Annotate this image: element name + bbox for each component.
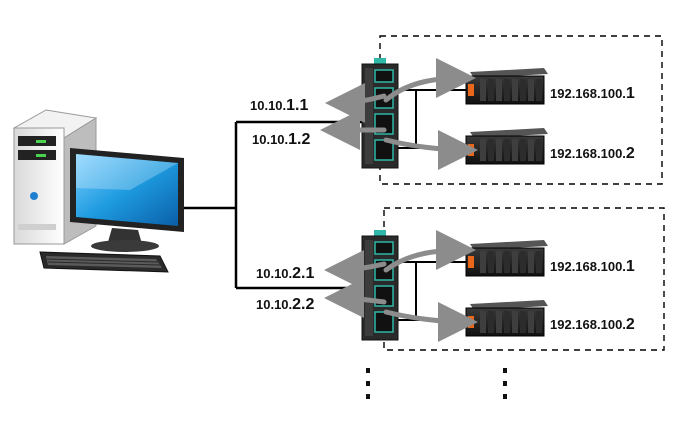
ip-label-10-10-2-1: 10.10.2.1	[256, 265, 315, 282]
ip-label-device-g1-1: 192.168.100.1	[550, 85, 635, 102]
ip-label-device-g2-2: 192.168.100.2	[550, 316, 635, 333]
arrow-switch1-right-2	[383, 129, 478, 170]
pc-monitor	[70, 148, 184, 252]
ip-label-device-g2-1: 192.168.100.1	[550, 258, 635, 275]
ethernet-switch-2	[361, 230, 399, 341]
switch-links-2	[396, 261, 470, 321]
computer	[12, 109, 184, 273]
continuation-dots-left	[366, 368, 372, 407]
ethernet-switch-1	[361, 58, 399, 169]
arrow-switch1-right-1	[383, 58, 476, 103]
ip-label-device-g1-2: 192.168.100.2	[550, 145, 635, 162]
ip-label-10-10-1-1: 10.10.1.1	[250, 97, 309, 114]
continuation-dots-right	[503, 368, 509, 407]
ip-arrows	[320, 58, 478, 342]
arrow-switch2-left-2	[324, 278, 387, 319]
io-module-g2-1	[465, 240, 548, 277]
arrow-switch1-left-1	[325, 82, 387, 123]
io-module-g1-1	[465, 68, 548, 105]
ip-label-10-10-1-2: 10.10.1.2	[252, 131, 311, 148]
io-module-g2-2	[465, 300, 548, 337]
io-modules	[465, 68, 548, 337]
pc-keyboard	[39, 251, 169, 273]
arrow-switch2-right-2	[383, 301, 478, 342]
io-module-g1-2	[465, 128, 548, 165]
switch-links-1	[396, 89, 470, 149]
arrow-switch2-left-1	[324, 249, 387, 290]
ip-label-10-10-2-2: 10.10.2.2	[256, 296, 315, 313]
arrow-switch2-right-1	[383, 230, 476, 273]
